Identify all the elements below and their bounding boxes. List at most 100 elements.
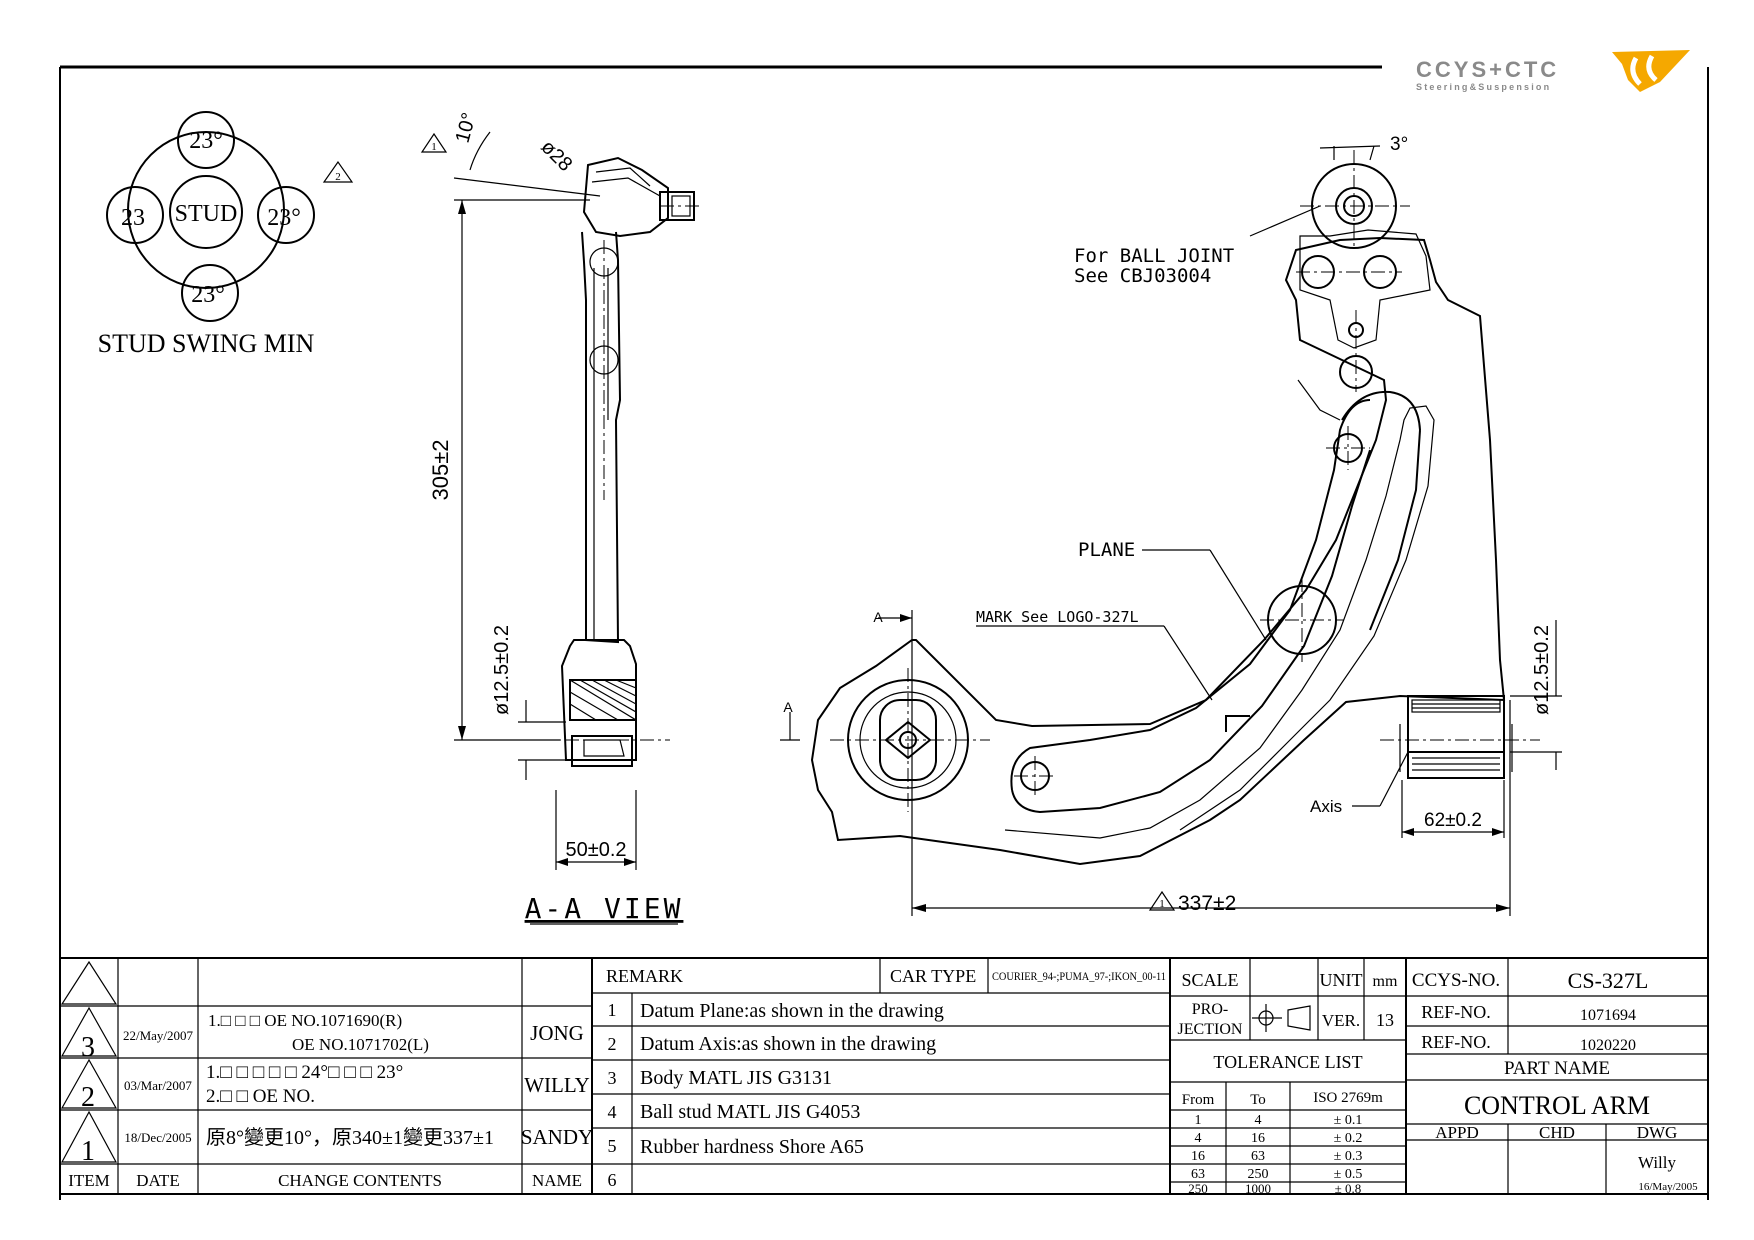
swing-right-value: 23° [267, 205, 301, 231]
part-name-label: PART NAME [1504, 1058, 1610, 1079]
tol-2-from: 4 [1195, 1131, 1202, 1146]
rev-3-date: 22/May/2007 [123, 1028, 194, 1043]
drawn-by: Willy [1638, 1153, 1677, 1172]
tol-1-value: ± 0.1 [1334, 1113, 1363, 1128]
section-bush-dia: ø12.5±0.2 [491, 625, 513, 715]
version-value: 13 [1376, 1010, 1394, 1030]
tol-3-to: 63 [1251, 1149, 1265, 1164]
rev-3-name: JONG [530, 1021, 584, 1045]
tol-5-value: ± 0.8 [1335, 1181, 1362, 1196]
section-ball-dia: ø28 [536, 136, 576, 176]
swing-circle-bottom [181, 264, 239, 322]
tol-2-value: ± 0.2 [1334, 1131, 1363, 1146]
section-height-dim: 305±2 [428, 439, 453, 500]
section-mark-upper: A [873, 609, 883, 625]
tol-4-value: ± 0.5 [1334, 1167, 1363, 1182]
unit-label: UNIT [1320, 970, 1363, 990]
rev-header-name: NAME [532, 1171, 582, 1190]
tol-header-from: From [1182, 1092, 1215, 1108]
swing-revision-mark: 2 [335, 171, 341, 183]
tol-5-from: 250 [1188, 1181, 1208, 1196]
projection-label: PRO- [1192, 1001, 1228, 1018]
mark-label: MARK See LOGO-327L [976, 608, 1139, 626]
tol-5-to: 1000 [1245, 1181, 1271, 1196]
dwg-label: DWG [1637, 1123, 1678, 1142]
section-mark-lower: A [783, 699, 793, 715]
rev-2-item: 2 [81, 1082, 95, 1113]
rev-1-date: 18/Dec/2005 [124, 1130, 191, 1145]
plan-bush-dia: ø12.5±0.2 [1531, 625, 1553, 715]
section-width-dim: 50±0.2 [565, 839, 626, 861]
remark-header: REMARK [606, 966, 683, 986]
ref-no-2-value: 1020220 [1580, 1037, 1636, 1054]
rev-2-date: 03/Mar/2007 [124, 1078, 192, 1093]
swing-left-value: 23 [121, 205, 145, 231]
revision-triangle-blank [60, 960, 118, 1005]
length-revision-icon [1148, 890, 1176, 911]
rev-header-change: CHANGE CONTENTS [278, 1171, 442, 1190]
unit-value: mm [1373, 973, 1398, 990]
version-label: VER. [1322, 1011, 1360, 1030]
stud-swing-title: STUD SWING MIN [98, 329, 315, 358]
tol-4-to: 250 [1248, 1167, 1269, 1182]
tol-4-from: 63 [1191, 1167, 1205, 1182]
remark-5-num: 5 [608, 1136, 617, 1156]
swing-center-label: STUD [175, 201, 238, 227]
remark-6-num: 6 [608, 1170, 617, 1190]
projection-label-2: JECTION [1178, 1021, 1243, 1038]
ccys-no-value: CS-327L [1568, 968, 1649, 993]
axis-label: Axis [1310, 797, 1342, 816]
remark-4-num: 4 [608, 1102, 617, 1122]
tol-header-to: To [1250, 1092, 1266, 1108]
plan-ball-angle: 3° [1390, 134, 1408, 155]
logo-brand: CCYS+CTC [1416, 57, 1559, 82]
plan-bush-width: 62±0.2 [1424, 810, 1482, 831]
tol-1-to: 4 [1255, 1113, 1262, 1128]
plane-label: PLANE [1078, 539, 1135, 561]
stud-swing-diagram: 23° 23 STUD 23° 23° 2 STUD SWING MIN [98, 111, 354, 358]
rev-2-line1: 1.□ □ □ □ □ 24°□ □ □ 23° [206, 1062, 403, 1083]
remark-1-text: Datum Plane:as shown in the drawing [640, 1000, 944, 1022]
car-type-label: CAR TYPE [890, 966, 976, 986]
swing-circle-top [177, 111, 235, 169]
plan-length-dim: 337±2 [1178, 892, 1236, 915]
ccys-no-label: CCYS-NO. [1412, 970, 1500, 991]
section-view-aa: 305±2 ø12.5±0.2 50±0.2 10° 1 ø28 A-A VIE… [420, 110, 700, 925]
remark-4-text: Ball stud MATL JIS G4053 [640, 1101, 860, 1123]
title-block-text: 3 22/May/2007 1.□ □ □ OE NO.1071690(R) O… [68, 966, 1698, 1196]
swing-top-value: 23° [189, 128, 223, 154]
tol-2-to: 16 [1251, 1131, 1265, 1146]
rev-3-item: 3 [81, 1032, 95, 1063]
remark-3-text: Body MATL JIS G3131 [640, 1067, 832, 1089]
rev-1-item: 1 [81, 1136, 95, 1167]
ref-no-1-label: REF-NO. [1421, 1002, 1491, 1022]
angle-revision-mark: 1 [431, 141, 437, 153]
remark-3-num: 3 [608, 1068, 617, 1088]
tol-header-iso: ISO 2769m [1313, 1090, 1383, 1106]
projection-symbol-icon [1252, 1004, 1311, 1032]
rev-2-name: WILLY [524, 1073, 590, 1097]
swing-circle-center [169, 175, 243, 249]
company-logo: CCYS+CTC Steering&Suspension [1416, 50, 1690, 92]
appd-label: APPD [1435, 1123, 1478, 1142]
angle-revision-icon [420, 132, 448, 153]
remark-1-num: 1 [608, 1000, 617, 1020]
control-arm-plan-view: 1 337±2 62±0.2 ø12.5±0.2 A A 3° For BALL… [780, 134, 1562, 916]
rev-1-line1: 原8°變更10°，原340±1變更337±1 [206, 1126, 494, 1149]
length-revision-mark: 1 [1159, 898, 1165, 910]
rev-1-name: SANDY [521, 1125, 593, 1149]
car-type-value: COURIER_94-;PUMA_97-;IKON_00-11 [992, 969, 1166, 983]
ball-joint-note-2: See CBJ03004 [1074, 265, 1211, 287]
section-view-title: A-A VIEW [525, 892, 684, 925]
rev-2-line2: 2.□ □ OE NO. [206, 1086, 315, 1107]
ball-joint-note-1: For BALL JOINT [1074, 245, 1234, 267]
title-block [59, 957, 1709, 1195]
rev-3-line1: 1.□ □ □ OE NO.1071690(R) [208, 1011, 402, 1030]
rev-header-date: DATE [136, 1171, 179, 1190]
rev-3-line2: OE NO.1071702(L) [292, 1035, 429, 1054]
tol-3-from: 16 [1191, 1149, 1205, 1164]
remark-2-num: 2 [608, 1034, 617, 1054]
tol-3-value: ± 0.3 [1334, 1149, 1363, 1164]
rev-header-item: ITEM [68, 1171, 110, 1190]
